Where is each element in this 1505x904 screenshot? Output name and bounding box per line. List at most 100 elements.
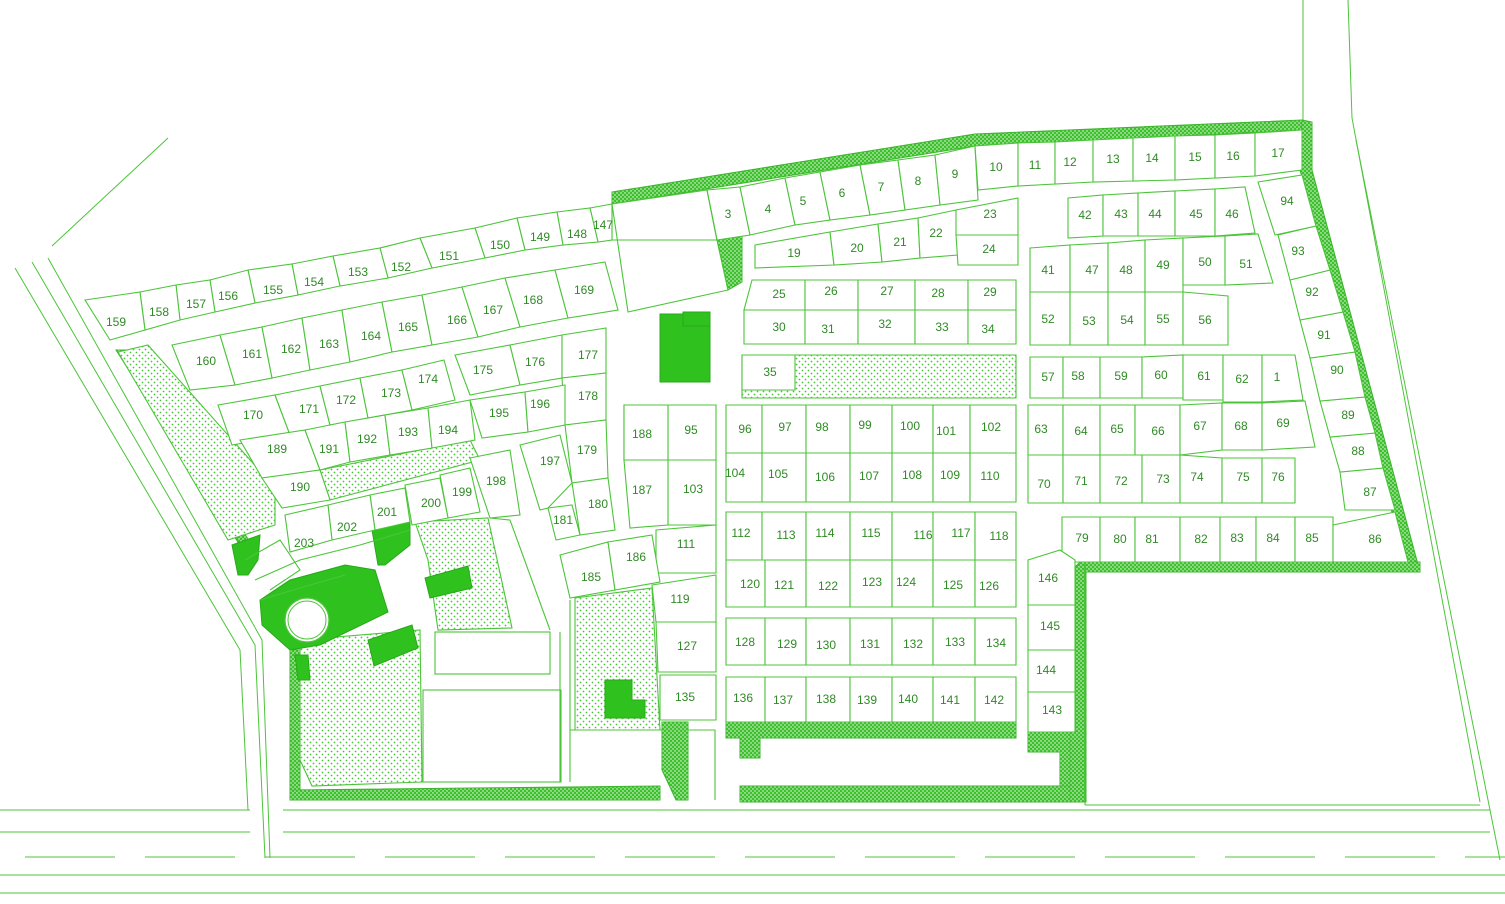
plot-label-41[interactable]: 41 (1041, 263, 1055, 277)
plot-label-103[interactable]: 103 (683, 482, 703, 496)
plot-label-48[interactable]: 48 (1119, 263, 1133, 277)
plot-label-120[interactable]: 120 (740, 577, 760, 591)
plot-label-194[interactable]: 194 (438, 423, 458, 437)
plot-label-82[interactable]: 82 (1194, 532, 1208, 546)
plot-outline[interactable] (741, 354, 796, 391)
plot-label-158[interactable]: 158 (149, 305, 169, 319)
plot-label-150[interactable]: 150 (490, 238, 510, 252)
plot-outline[interactable] (659, 674, 717, 721)
plot-outline[interactable] (974, 617, 1017, 666)
plot-label-164[interactable]: 164 (361, 329, 381, 343)
plot-outline[interactable] (519, 434, 573, 511)
plot-label-162[interactable]: 162 (281, 342, 301, 356)
plot-outline[interactable] (1261, 354, 1304, 403)
plot-label-190[interactable]: 190 (290, 480, 310, 494)
plot-label-110[interactable]: 110 (980, 469, 999, 483)
plot-outline[interactable] (969, 452, 1017, 503)
plot-label-26[interactable]: 26 (824, 284, 838, 298)
plot-label-19[interactable]: 19 (787, 246, 801, 260)
plot-label-202[interactable]: 202 (337, 520, 357, 534)
plot-label-124[interactable]: 124 (896, 575, 916, 589)
plot-outline[interactable] (1261, 400, 1316, 451)
plot-label-7[interactable]: 7 (878, 180, 885, 194)
plot-label-148[interactable]: 148 (567, 227, 587, 241)
plot-outline[interactable] (404, 477, 449, 526)
plot-label-76[interactable]: 76 (1271, 470, 1285, 484)
plot-label-197[interactable]: 197 (540, 454, 560, 468)
plot-label-6[interactable]: 6 (839, 186, 846, 200)
plot-label-177[interactable]: 177 (578, 348, 598, 362)
plot-label-47[interactable]: 47 (1085, 263, 1099, 277)
plot-label-117[interactable]: 117 (951, 526, 970, 540)
plot-label-167[interactable]: 167 (483, 303, 503, 317)
plot-label-50[interactable]: 50 (1198, 255, 1212, 269)
plot-label-80[interactable]: 80 (1113, 532, 1127, 546)
plot-label-49[interactable]: 49 (1156, 258, 1170, 272)
plot-label-83[interactable]: 83 (1230, 531, 1244, 545)
plot-label-138[interactable]: 138 (816, 692, 836, 706)
plot-label-25[interactable]: 25 (772, 287, 786, 301)
plot-outline[interactable] (974, 559, 1017, 608)
plot-label-29[interactable]: 29 (983, 285, 997, 299)
plot-label-106[interactable]: 106 (815, 470, 835, 484)
plot-label-137[interactable]: 137 (773, 693, 793, 707)
plot-label-140[interactable]: 140 (898, 692, 918, 706)
plot-label-156[interactable]: 156 (218, 289, 238, 303)
plot-label-178[interactable]: 178 (578, 389, 598, 403)
plot-outline[interactable] (1027, 549, 1076, 606)
plot-label-27[interactable]: 27 (880, 284, 894, 298)
plot-label-160[interactable]: 160 (196, 354, 216, 368)
plot-label-53[interactable]: 53 (1082, 314, 1096, 328)
plot-label-135[interactable]: 135 (675, 690, 695, 704)
plot-outline[interactable] (934, 145, 979, 206)
plot-label-116[interactable]: 116 (913, 528, 932, 542)
plot-label-23[interactable]: 23 (983, 207, 997, 221)
plot-label-4[interactable]: 4 (765, 202, 772, 216)
plot-outline[interactable] (1257, 174, 1317, 236)
plot-label-198[interactable]: 198 (486, 474, 506, 488)
plot-label-186[interactable]: 186 (626, 550, 646, 564)
plot-outline[interactable] (1261, 457, 1296, 504)
plot-label-134[interactable]: 134 (986, 636, 1006, 650)
plot-label-79[interactable]: 79 (1075, 531, 1089, 545)
plot-label-92[interactable]: 92 (1305, 285, 1319, 299)
plot-label-200[interactable]: 200 (421, 496, 441, 510)
plot-label-180[interactable]: 180 (588, 497, 608, 511)
plot-label-168[interactable]: 168 (523, 293, 543, 307)
plot-label-87[interactable]: 87 (1363, 485, 1377, 499)
plot-label-144[interactable]: 144 (1036, 663, 1056, 677)
plot-label-10[interactable]: 10 (989, 160, 1003, 174)
plot-label-107[interactable]: 107 (859, 469, 879, 483)
plot-label-81[interactable]: 81 (1145, 532, 1159, 546)
plot-label-128[interactable]: 128 (735, 635, 755, 649)
plot-label-9[interactable]: 9 (952, 167, 959, 181)
plot-label-141[interactable]: 141 (940, 693, 960, 707)
plot-label-115[interactable]: 115 (861, 526, 880, 540)
plot-label-65[interactable]: 65 (1110, 422, 1124, 436)
plot-outline[interactable] (967, 309, 1017, 345)
plot-label-96[interactable]: 96 (738, 422, 752, 436)
plot-outline[interactable] (571, 477, 616, 536)
plot-label-176[interactable]: 176 (525, 355, 545, 369)
plot-label-55[interactable]: 55 (1156, 312, 1170, 326)
plot-label-125[interactable]: 125 (943, 578, 963, 592)
plot-label-90[interactable]: 90 (1330, 363, 1344, 377)
plot-label-173[interactable]: 173 (381, 386, 401, 400)
plot-outline[interactable] (974, 676, 1017, 723)
plot-label-28[interactable]: 28 (931, 286, 945, 300)
plot-label-109[interactable]: 109 (940, 468, 960, 482)
plot-label-131[interactable]: 131 (860, 637, 880, 651)
plot-outline[interactable] (427, 399, 476, 449)
plot-label-122[interactable]: 122 (818, 579, 838, 593)
plot-label-64[interactable]: 64 (1074, 424, 1088, 438)
plot-label-22[interactable]: 22 (929, 226, 943, 240)
plot-label-149[interactable]: 149 (530, 230, 550, 244)
plot-label-42[interactable]: 42 (1078, 208, 1092, 222)
plot-label-166[interactable]: 166 (447, 313, 467, 327)
plot-label-129[interactable]: 129 (777, 637, 797, 651)
plot-label-30[interactable]: 30 (772, 320, 786, 334)
plot-label-161[interactable]: 161 (242, 347, 262, 361)
plot-label-72[interactable]: 72 (1114, 474, 1128, 488)
plot-label-56[interactable]: 56 (1198, 313, 1212, 327)
plot-label-58[interactable]: 58 (1071, 369, 1085, 383)
